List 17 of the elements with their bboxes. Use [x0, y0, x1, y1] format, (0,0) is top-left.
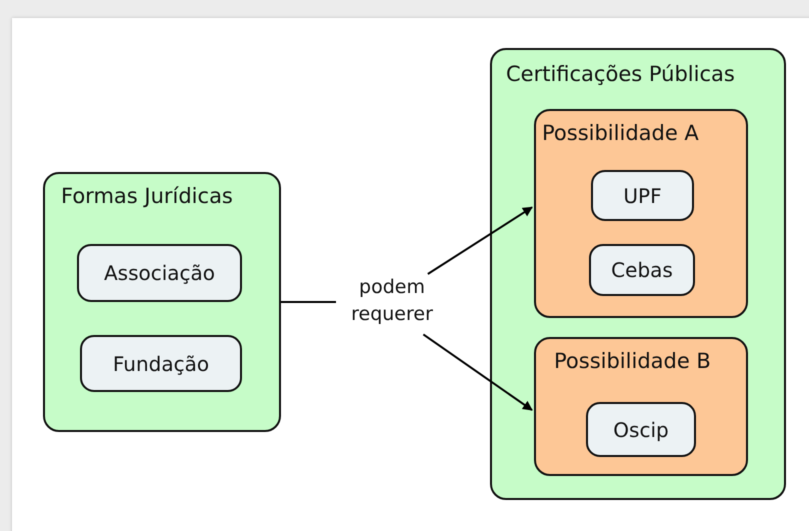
- item-box: UPF: [591, 170, 694, 221]
- item-box: Fundação: [80, 335, 242, 392]
- group-box: [490, 48, 786, 500]
- group-title: Formas Jurídicas: [61, 184, 233, 208]
- group-box: [43, 172, 281, 432]
- group-title: Possibilidade A: [542, 121, 699, 145]
- arrow: [422, 334, 533, 411]
- arrow: [427, 206, 533, 275]
- connector-label: podem requerer: [336, 274, 448, 328]
- item-box: Associação: [77, 244, 242, 302]
- option-box: [534, 337, 748, 476]
- item-box: Oscip: [586, 402, 696, 457]
- option-box: [534, 109, 748, 318]
- group-title: Possibilidade B: [554, 349, 711, 373]
- group-title: Certificações Públicas: [506, 62, 735, 86]
- item-box: Cebas: [589, 244, 695, 296]
- connector-line: [281, 301, 336, 303]
